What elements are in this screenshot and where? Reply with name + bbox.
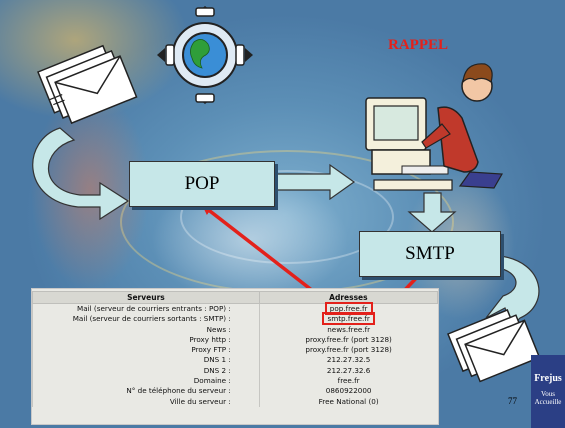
- table-row: Domaine : free.fr: [32, 376, 438, 387]
- server-label: Ville du serveur :: [32, 396, 260, 407]
- header-servers: Serveurs: [32, 291, 260, 304]
- curved-arrow-icon: [32, 127, 130, 221]
- highlighted-address: smtp.free.fr: [322, 312, 375, 326]
- address-text: free.fr: [337, 376, 360, 386]
- table-row: Mail (serveur de courriers sortants : SM…: [32, 312, 438, 326]
- pop-to-computer-arrow: [276, 163, 356, 201]
- highlighted-address: pop.free.fr: [324, 302, 373, 315]
- server-address: 212.27.32.5: [258, 355, 438, 366]
- address-text: proxy.free.fr (port 3128): [305, 345, 392, 355]
- frejus-logo: Frejus Vous Accueille: [531, 355, 565, 428]
- address-text: 0860922000: [325, 386, 372, 396]
- address-text: news.free.fr: [327, 324, 371, 334]
- address-text: 212.27.32.6: [326, 365, 371, 375]
- table-header: Serveurs Adresses: [32, 291, 439, 304]
- slide-title: RAPPEL: [388, 37, 448, 53]
- server-settings-table: Serveurs Adresses Mail (serveur de courr…: [31, 288, 439, 425]
- server-address: pop.free.fr: [258, 302, 438, 315]
- envelope-stack-icon: [447, 309, 541, 383]
- table-row: News : news.free.fr: [32, 324, 438, 335]
- smtp-box: SMTP: [359, 231, 501, 277]
- address-text: proxy.free.fr (port 3128): [305, 334, 392, 344]
- page-number: 77: [508, 396, 517, 406]
- table-row: Mail (serveur de courriers entrants : PO…: [32, 302, 438, 315]
- server-label: Proxy http :: [32, 334, 260, 346]
- person-at-computer-icon: [365, 63, 503, 191]
- pop-address-arrow: [202, 204, 324, 300]
- computer-to-smtp-arrow: [407, 192, 457, 233]
- server-label: Mail (serveur de courriers entrants : PO…: [32, 303, 260, 315]
- server-label: Proxy FTP :: [32, 345, 260, 356]
- server-address: smtp.free.fr: [258, 312, 438, 326]
- table-row: DNS 2 : 212.27.32.6: [32, 365, 438, 377]
- logo-name: Frejus: [534, 373, 562, 384]
- logo-tagline: Vous Accueille: [534, 390, 562, 406]
- table-row: N° de téléphone du serveur : 0860922000: [32, 386, 438, 397]
- server-address: proxy.free.fr (port 3128): [258, 334, 438, 346]
- globe-icon: [157, 6, 253, 104]
- table-row: Proxy FTP : proxy.free.fr (port 3128): [32, 345, 438, 356]
- table-row: Ville du serveur : Free National (0): [32, 396, 438, 407]
- server-label: DNS 2 :: [32, 365, 260, 377]
- address-text: 212.27.32.5: [326, 355, 371, 365]
- table-row: Proxy http : proxy.free.fr (port 3128): [32, 334, 438, 346]
- server-label: Domaine :: [32, 376, 260, 387]
- server-label: News :: [32, 324, 260, 335]
- envelope-stack-icon: [37, 44, 138, 125]
- server-label: N° de téléphone du serveur :: [32, 386, 260, 397]
- server-address: Free National (0): [258, 396, 438, 407]
- server-address: 212.27.32.6: [258, 365, 438, 377]
- address-text: Free National (0): [318, 396, 379, 406]
- header-addresses: Adresses: [258, 291, 439, 304]
- server-address: free.fr: [258, 376, 438, 387]
- server-label: Mail (serveur de courriers sortants : SM…: [32, 314, 260, 325]
- server-address: proxy.free.fr (port 3128): [258, 345, 438, 356]
- server-label: DNS 1 :: [32, 355, 260, 366]
- pop-box: POP: [129, 161, 275, 207]
- server-address: news.free.fr: [258, 324, 438, 335]
- table-row: DNS 1 : 212.27.32.5: [32, 355, 438, 366]
- server-address: 0860922000: [258, 386, 438, 397]
